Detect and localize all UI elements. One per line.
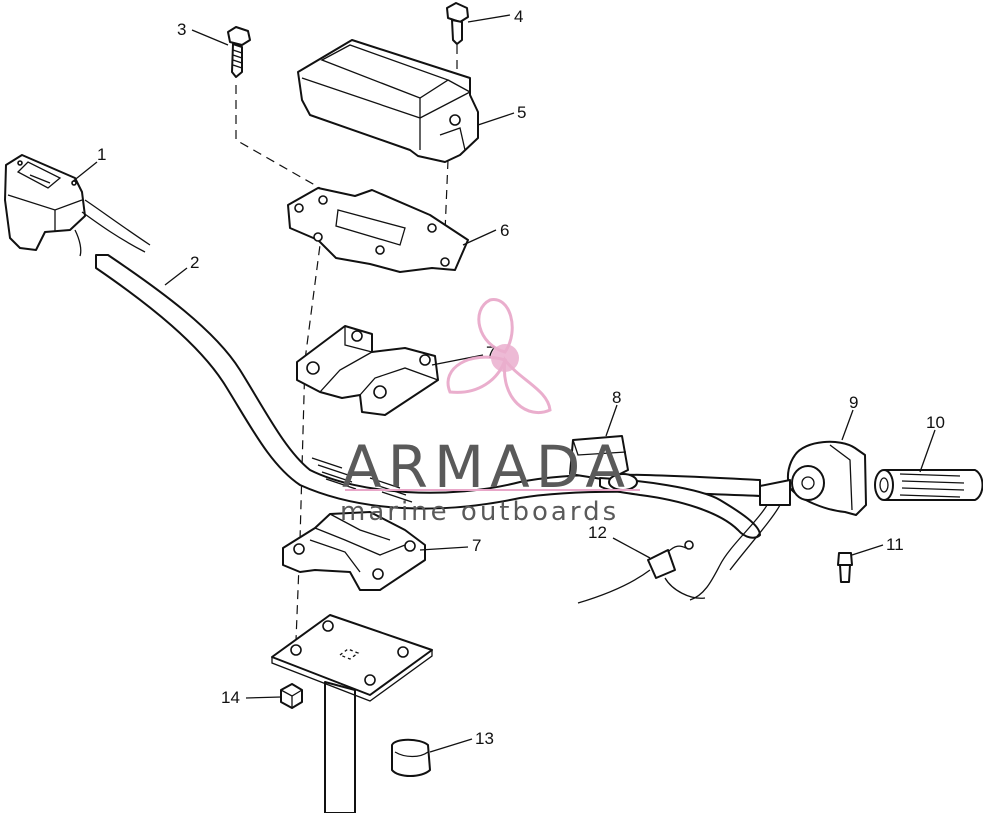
leader-lines (71, 14, 936, 753)
throttle-screw (837, 552, 853, 583)
callout-8: 8 (612, 388, 621, 407)
bolt-4 (446, 2, 469, 45)
watermark: ARMADA marine outboards (340, 298, 640, 527)
upper-handlebar-clamp (296, 325, 439, 416)
callout-6: 6 (500, 221, 509, 240)
mounting-plate (287, 187, 469, 273)
lower-handlebar-clamp (282, 511, 426, 591)
callout-7-upper: 7 (486, 343, 495, 362)
nut (280, 683, 303, 709)
callout-13: 13 (475, 729, 494, 748)
callout-4: 4 (514, 7, 523, 26)
watermark-tagline: marine outboards (340, 497, 619, 527)
callout-10: 10 (926, 413, 945, 432)
handlebar-grip (874, 469, 983, 501)
callout-11: 11 (886, 535, 904, 554)
brake-master-cylinder (4, 154, 151, 257)
callout-9: 9 (849, 393, 858, 412)
propeller-logo-icon (446, 298, 552, 414)
callout-1: 1 (97, 145, 106, 164)
handlebar-pad (297, 39, 479, 163)
steering-post (271, 614, 433, 813)
hose-clamp (391, 738, 431, 777)
throttle-housing (759, 440, 867, 516)
callout-14: 14 (221, 688, 240, 707)
bolt-3 (227, 26, 251, 78)
brake-lever (569, 435, 781, 601)
callout-12: 12 (588, 523, 607, 542)
callout-3: 3 (177, 20, 186, 39)
callout-7-lower: 7 (472, 536, 481, 555)
callout-2: 2 (190, 253, 199, 272)
callout-5: 5 (517, 103, 526, 122)
brake-switch (577, 540, 706, 604)
callout-labels: 1 2 3 4 5 6 7 7 8 9 10 11 12 13 14 (97, 7, 945, 748)
